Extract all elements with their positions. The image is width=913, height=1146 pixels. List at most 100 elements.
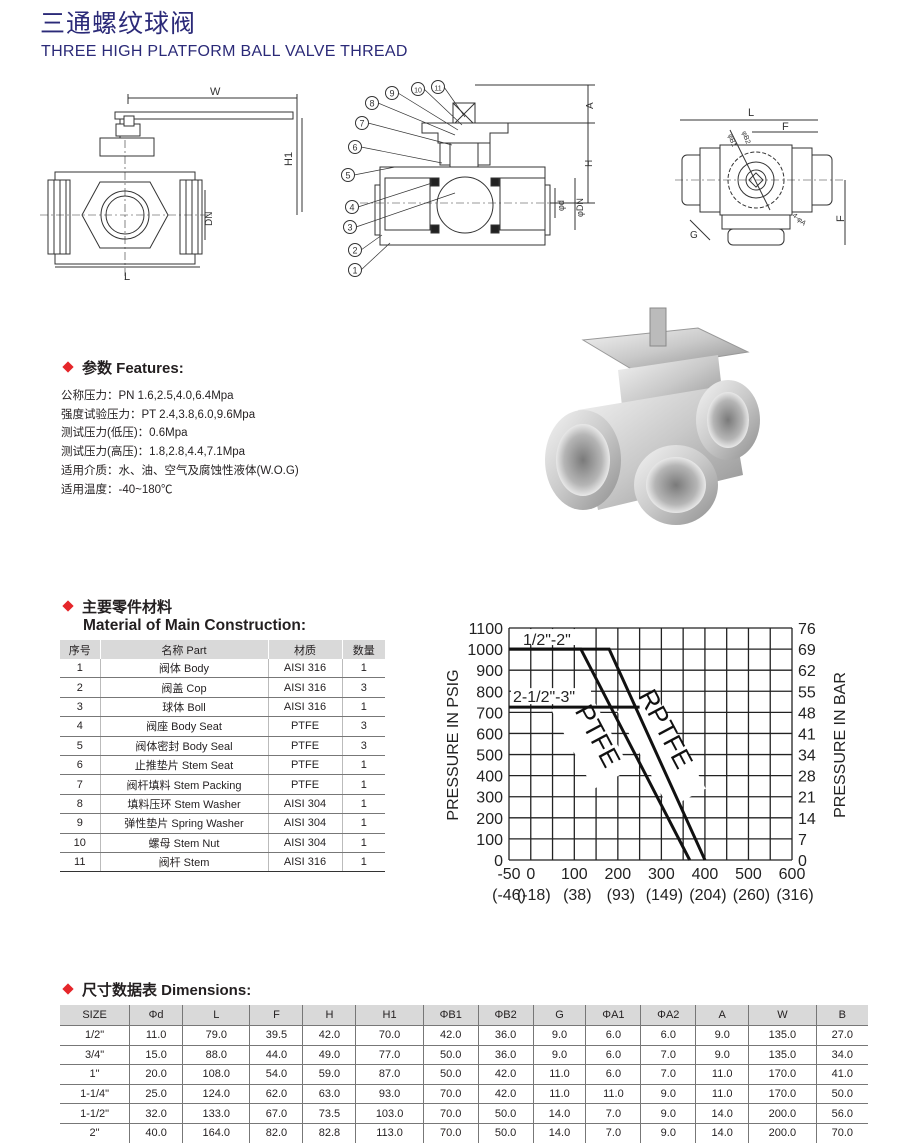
column-header: ΦB2 bbox=[477, 1005, 534, 1026]
table-cell: 50.0 bbox=[815, 1083, 868, 1104]
x-tick-label-celsius: (149) bbox=[646, 887, 683, 904]
table-cell: 6.0 bbox=[585, 1064, 641, 1085]
feature-line: 适用温度：-40~180℃ bbox=[61, 483, 173, 496]
table-cell: 40.0 bbox=[129, 1122, 183, 1143]
table-cell: 200.0 bbox=[748, 1122, 817, 1143]
table-cell: PTFE bbox=[267, 755, 342, 776]
table-cell: 42.0 bbox=[477, 1083, 534, 1104]
table-cell: 阀体 Body bbox=[99, 659, 268, 679]
feature-line: 强度试验压力：PT 2.4,3.8,6.0,9.6Mpa bbox=[61, 408, 256, 421]
table-cell: 73.5 bbox=[302, 1103, 356, 1124]
y-tick-label: 600 bbox=[476, 726, 503, 743]
y-tick-label: 0 bbox=[494, 853, 503, 870]
label-b2: φB2 bbox=[740, 130, 751, 145]
callout-circle bbox=[431, 80, 445, 94]
y-tick-label: 900 bbox=[476, 663, 503, 680]
table-cell: 1 bbox=[341, 659, 385, 679]
column-header: ΦA1 bbox=[585, 1005, 641, 1026]
table-cell: 9 bbox=[60, 813, 100, 834]
dimensions-heading-text: 尺寸数据表 Dimensions: bbox=[82, 982, 252, 999]
x-tick-label-celsius: (93) bbox=[607, 887, 635, 904]
table-cell: 11.0 bbox=[695, 1083, 749, 1104]
label-dn: DN bbox=[204, 212, 215, 226]
table-cell: 3/4" bbox=[60, 1044, 130, 1065]
x-tick-label: 0 bbox=[526, 866, 535, 883]
y-right-tick-label: 28 bbox=[798, 769, 816, 786]
x-tick-label: 400 bbox=[692, 866, 719, 883]
table-cell: 124.0 bbox=[182, 1083, 250, 1104]
title-chinese: 三通螺纹球阀 bbox=[40, 9, 197, 38]
table-cell: 54.0 bbox=[249, 1064, 303, 1085]
table-cell: 3 bbox=[341, 736, 385, 756]
y-tick-label: 800 bbox=[476, 684, 503, 701]
table-cell: 7.0 bbox=[585, 1122, 641, 1143]
table-cell: 42.0 bbox=[422, 1025, 479, 1046]
column-header: 材质 bbox=[267, 640, 342, 659]
callout-number: 2 bbox=[352, 246, 357, 256]
y-right-tick-label: 0 bbox=[798, 853, 807, 870]
y-right-tick-label: 48 bbox=[798, 705, 816, 722]
series-line-rptfe bbox=[509, 647, 707, 861]
table-cell: 108.0 bbox=[182, 1064, 250, 1085]
table-cell: 50.0 bbox=[477, 1103, 534, 1124]
table-cell: 14.0 bbox=[695, 1103, 749, 1124]
table-cell: 59.0 bbox=[302, 1064, 356, 1085]
table-cell: 6 bbox=[60, 755, 100, 776]
table-cell: 135.0 bbox=[748, 1025, 817, 1046]
table-cell: 82.8 bbox=[302, 1122, 356, 1143]
table-cell: 11.0 bbox=[585, 1083, 641, 1104]
table-cell: 3 bbox=[60, 697, 100, 718]
table-cell: 1" bbox=[60, 1064, 130, 1085]
x-tick-label: 100 bbox=[561, 866, 588, 883]
feature-line: 公称压力：PN 1.6,2.5,4.0,6.4Mpa bbox=[61, 390, 234, 402]
table-cell: 50.0 bbox=[477, 1122, 534, 1143]
table-cell: 3 bbox=[341, 677, 385, 698]
y-tick-label: 1000 bbox=[467, 642, 503, 659]
table-cell: 164.0 bbox=[182, 1122, 250, 1143]
table-cell: 2" bbox=[60, 1122, 130, 1143]
annotation-size-small: 1/2"-2" bbox=[523, 632, 571, 649]
table-cell: 7.0 bbox=[640, 1044, 696, 1065]
y-tick-label: 300 bbox=[476, 790, 503, 807]
y-axis-title-right: PRESSURE IN BAR bbox=[832, 672, 849, 818]
column-header: H1 bbox=[355, 1005, 424, 1026]
y-right-tick-label: 14 bbox=[798, 811, 816, 828]
column-header: H bbox=[302, 1005, 356, 1026]
table-cell: 11.0 bbox=[532, 1083, 586, 1104]
label-w: W bbox=[210, 86, 221, 98]
callout-number: 4 bbox=[349, 203, 354, 213]
feature-line: 测试压力(高压)：1.8,2.8,4.4,7.1Mpa bbox=[61, 446, 246, 459]
table-cell: 螺母 Stem Nut bbox=[99, 833, 268, 853]
label-phi-d: φd bbox=[556, 200, 566, 211]
table-cell: 67.0 bbox=[249, 1103, 303, 1124]
table-cell: 79.0 bbox=[182, 1025, 250, 1046]
table-cell: 10 bbox=[60, 833, 100, 853]
annotation-size-large: 2-1/2"-3" bbox=[513, 689, 575, 706]
table-cell: 7.0 bbox=[585, 1103, 641, 1124]
table-cell: 9.0 bbox=[640, 1083, 696, 1104]
table-cell: 9.0 bbox=[532, 1044, 586, 1065]
table-cell: 1 bbox=[341, 833, 385, 853]
label-l: L bbox=[124, 271, 130, 283]
table-cell: AISI 304 bbox=[267, 794, 342, 815]
callout-number: 8 bbox=[369, 99, 374, 109]
table-cell: 70.0 bbox=[355, 1025, 424, 1046]
y-tick-label: 1100 bbox=[469, 621, 504, 638]
table-cell: 球体 Boll bbox=[99, 697, 268, 718]
table-cell: 133.0 bbox=[182, 1103, 250, 1124]
materials-heading: 主要零件材料 bbox=[62, 596, 172, 617]
table-cell: 4 bbox=[60, 716, 100, 737]
table-cell: 88.0 bbox=[182, 1044, 250, 1065]
table-cell: 200.0 bbox=[748, 1103, 817, 1124]
x-tick-label-celsius: (-46) bbox=[492, 887, 526, 904]
